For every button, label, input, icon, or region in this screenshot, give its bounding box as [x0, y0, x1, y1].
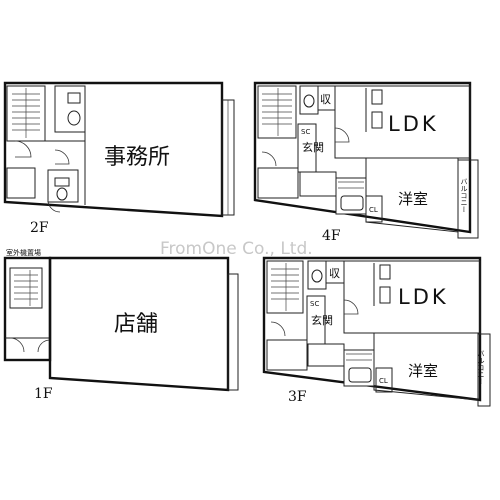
floor-2f-outer-wall — [3, 81, 224, 218]
floor-4f-utility — [257, 167, 299, 199]
floor-2f-utility — [6, 167, 36, 199]
floor-3f-cl-label: CL — [379, 377, 388, 385]
floor-4f-western-label: 洋室 — [398, 190, 428, 208]
floor-4f-toilet — [303, 94, 315, 108]
floor-1f-bay — [227, 273, 239, 391]
floor-1f-exterior-unit-label: 室外機置場 — [6, 248, 41, 257]
floor-2f-toilet — [67, 110, 81, 126]
floor-3f-stairwell — [266, 260, 304, 314]
floor-2f-wc-lower — [47, 169, 79, 203]
floor-2f-room-label: 事務所 — [104, 145, 170, 170]
watermark: FromOne Co., Ltd. — [160, 239, 313, 259]
floor-3f-washroom — [307, 343, 345, 367]
floor-4f-stove — [371, 89, 383, 105]
floor-2f-stairwell — [6, 85, 46, 142]
floor-4f-sc-label: SC — [301, 128, 310, 136]
floor-2f: 事務所 2F — [3, 81, 235, 236]
floor-1f-stair-block — [3, 256, 52, 362]
floor-4f-outer-wall — [253, 81, 472, 234]
floor-4f-balcony-label: バルコニー — [460, 178, 468, 213]
floor-3f-ldk-label: LDK — [398, 285, 449, 309]
floor-3f-storage-label: 収 — [329, 267, 340, 280]
floor-3f-outer-wall — [262, 256, 482, 402]
floor-4f-label: 4F — [322, 228, 341, 244]
floor-3f-kitchen-sink — [379, 286, 391, 304]
floor-4f-stairs — [262, 88, 292, 136]
floor-3f-closet — [375, 367, 393, 393]
floor-4f: 収 SC 玄関 LDK CL 洋室 バルコニー 4F — [253, 81, 479, 244]
floor-4f-stairwell — [257, 85, 297, 139]
floor-3f-stove — [379, 264, 391, 280]
floor-2f-sink — [54, 177, 70, 187]
floor-1f-room-label: 店舗 — [114, 312, 158, 337]
floor-3f-label: 3F — [288, 389, 307, 405]
floor-2f-tank — [67, 92, 81, 104]
floor-3f-genkan-label: 玄関 — [311, 313, 333, 327]
floor-1f-label: 1F — [34, 386, 53, 402]
floor-3f-balcony-label: バルコニー — [477, 350, 485, 385]
floor-4f-ldk-label: LDK — [388, 112, 439, 136]
floor-3f-utility — [266, 339, 308, 371]
floor-4f-washroom — [299, 171, 337, 197]
floor-3f-stairs — [271, 263, 299, 311]
floor-3f-bathtub — [348, 367, 372, 383]
floor-3f-toilet — [311, 269, 323, 283]
floor-2f-label: 2F — [30, 220, 49, 236]
floor-1f: 室外機置場 店舗 1F — [3, 248, 239, 402]
floor-4f-genkan-label: 玄関 — [302, 140, 324, 154]
floor-4f-closet — [365, 195, 383, 223]
floor-3f-sc-label: SC — [310, 300, 319, 308]
floor-3f: 収 SC 玄関 LDK CL 洋室 バルコニー 3F — [262, 256, 491, 407]
floor-1f-stairs — [14, 270, 38, 306]
floor-4f-cl-label: CL — [369, 206, 378, 214]
floor-4f-kitchen-sink — [371, 111, 383, 129]
floor-1f-stairwell — [9, 267, 43, 309]
floor-4f-bathtub — [340, 195, 364, 211]
floor-2f-stairs — [12, 88, 40, 138]
floor-3f-balcony — [477, 333, 491, 407]
floor-3f-western-label: 洋室 — [408, 362, 438, 380]
floor-4f-storage-label: 収 — [320, 93, 331, 106]
floor-2f-toilet-lower — [56, 187, 68, 201]
floor-4f-balcony — [457, 159, 479, 239]
